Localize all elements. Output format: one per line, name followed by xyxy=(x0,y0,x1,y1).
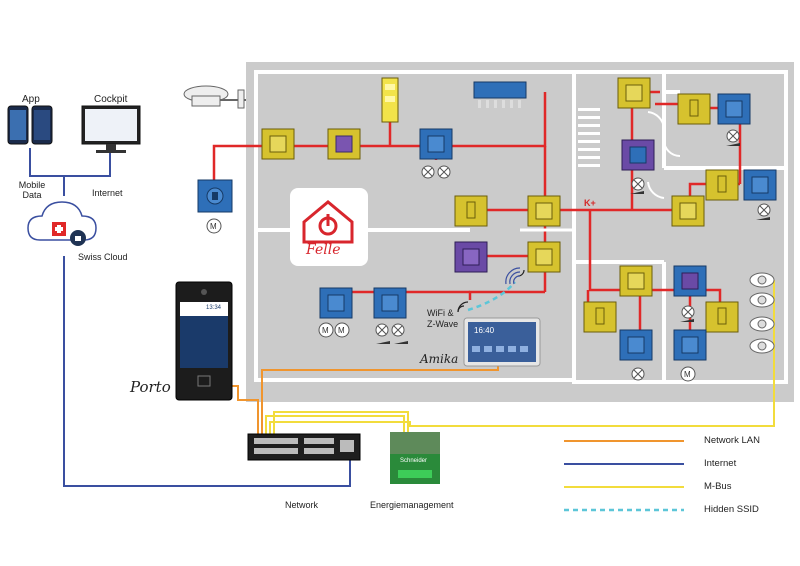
svg-text:M: M xyxy=(338,326,345,335)
water-meter-icons xyxy=(749,272,775,354)
amika-brand: Amika xyxy=(420,352,459,366)
monitor-icon xyxy=(81,105,141,153)
switch-yellow-2 xyxy=(327,128,361,160)
internet-cables xyxy=(29,148,351,487)
din-rail-modules xyxy=(473,81,527,108)
switch-yellow-9 xyxy=(671,195,705,227)
switch-yellow-7 xyxy=(677,93,711,125)
motor-icons: M M M M xyxy=(206,218,696,382)
energy-management-device xyxy=(390,432,440,484)
intercom-device xyxy=(175,281,233,401)
din-relay xyxy=(381,77,399,123)
app-label: App xyxy=(22,94,40,105)
switch-yellow-6 xyxy=(617,77,651,109)
legend-internet: Internet xyxy=(704,458,737,469)
svg-text:M: M xyxy=(684,370,691,379)
tablet-time: 16:40 xyxy=(474,326,495,335)
tablet-device xyxy=(463,317,541,367)
switch-yellow-4 xyxy=(527,195,561,227)
porto-brand: Porto xyxy=(130,378,171,396)
switch-blue-3 xyxy=(319,287,353,319)
mobile-data-label: Mobile Data xyxy=(18,180,46,200)
switch-blue-1 xyxy=(197,179,233,213)
felle-brand: Felle xyxy=(306,242,341,258)
felle-logo xyxy=(290,188,368,266)
switch-purple-2 xyxy=(621,139,655,171)
kplus-label: K+ xyxy=(584,198,596,208)
switch-yellow-1 xyxy=(261,128,295,160)
cockpit-label: Cockpit xyxy=(94,94,128,105)
network-switch-device xyxy=(247,433,361,461)
switch-blue-7 xyxy=(619,329,653,361)
dimmer-icons xyxy=(376,143,770,344)
svg-text:M: M xyxy=(322,326,329,335)
legend-lines xyxy=(564,440,684,512)
switch-blue-6 xyxy=(743,169,777,201)
phone-icons xyxy=(7,105,53,145)
swiss-cloud-label: Swiss Cloud xyxy=(78,252,128,262)
stairs xyxy=(578,108,600,167)
internet-label: Internet xyxy=(92,188,123,198)
network-label: Network xyxy=(285,500,319,510)
weather-station-icon xyxy=(183,85,246,109)
energiemanagement-label: Energiemanagement xyxy=(370,500,454,510)
switch-yellow-5 xyxy=(527,241,561,273)
switch-blue-5 xyxy=(717,93,751,125)
switch-blue-2 xyxy=(419,128,453,160)
wifi-signal-icon xyxy=(505,267,521,285)
cloud-icon xyxy=(27,201,97,246)
legend-hidden-ssid: Hidden SSID xyxy=(704,504,759,515)
intercom-time: 13:34 xyxy=(206,305,222,311)
legend-network-lan: Network LAN xyxy=(704,435,760,446)
switch-blue-4 xyxy=(373,287,407,319)
wifi-zwave-label: WiFi & Z-Wave xyxy=(427,308,459,329)
schneider-label: Schneider xyxy=(400,458,428,464)
switch-yellow-3 xyxy=(454,195,488,227)
switch-yellow-11 xyxy=(583,301,617,333)
mbus-cables xyxy=(265,280,775,436)
switch-blue-8 xyxy=(673,329,707,361)
switch-purple-1 xyxy=(454,241,488,273)
switch-yellow-12 xyxy=(705,301,739,333)
switch-yellow-8 xyxy=(705,169,739,201)
hidden-ssid-link xyxy=(467,281,516,312)
legend-mbus: M-Bus xyxy=(704,481,732,492)
switch-yellow-10 xyxy=(619,265,653,297)
svg-text:M: M xyxy=(210,222,217,231)
switch-purple-3 xyxy=(673,265,707,297)
lamp-icons xyxy=(375,129,771,381)
door-arcs xyxy=(647,111,681,199)
